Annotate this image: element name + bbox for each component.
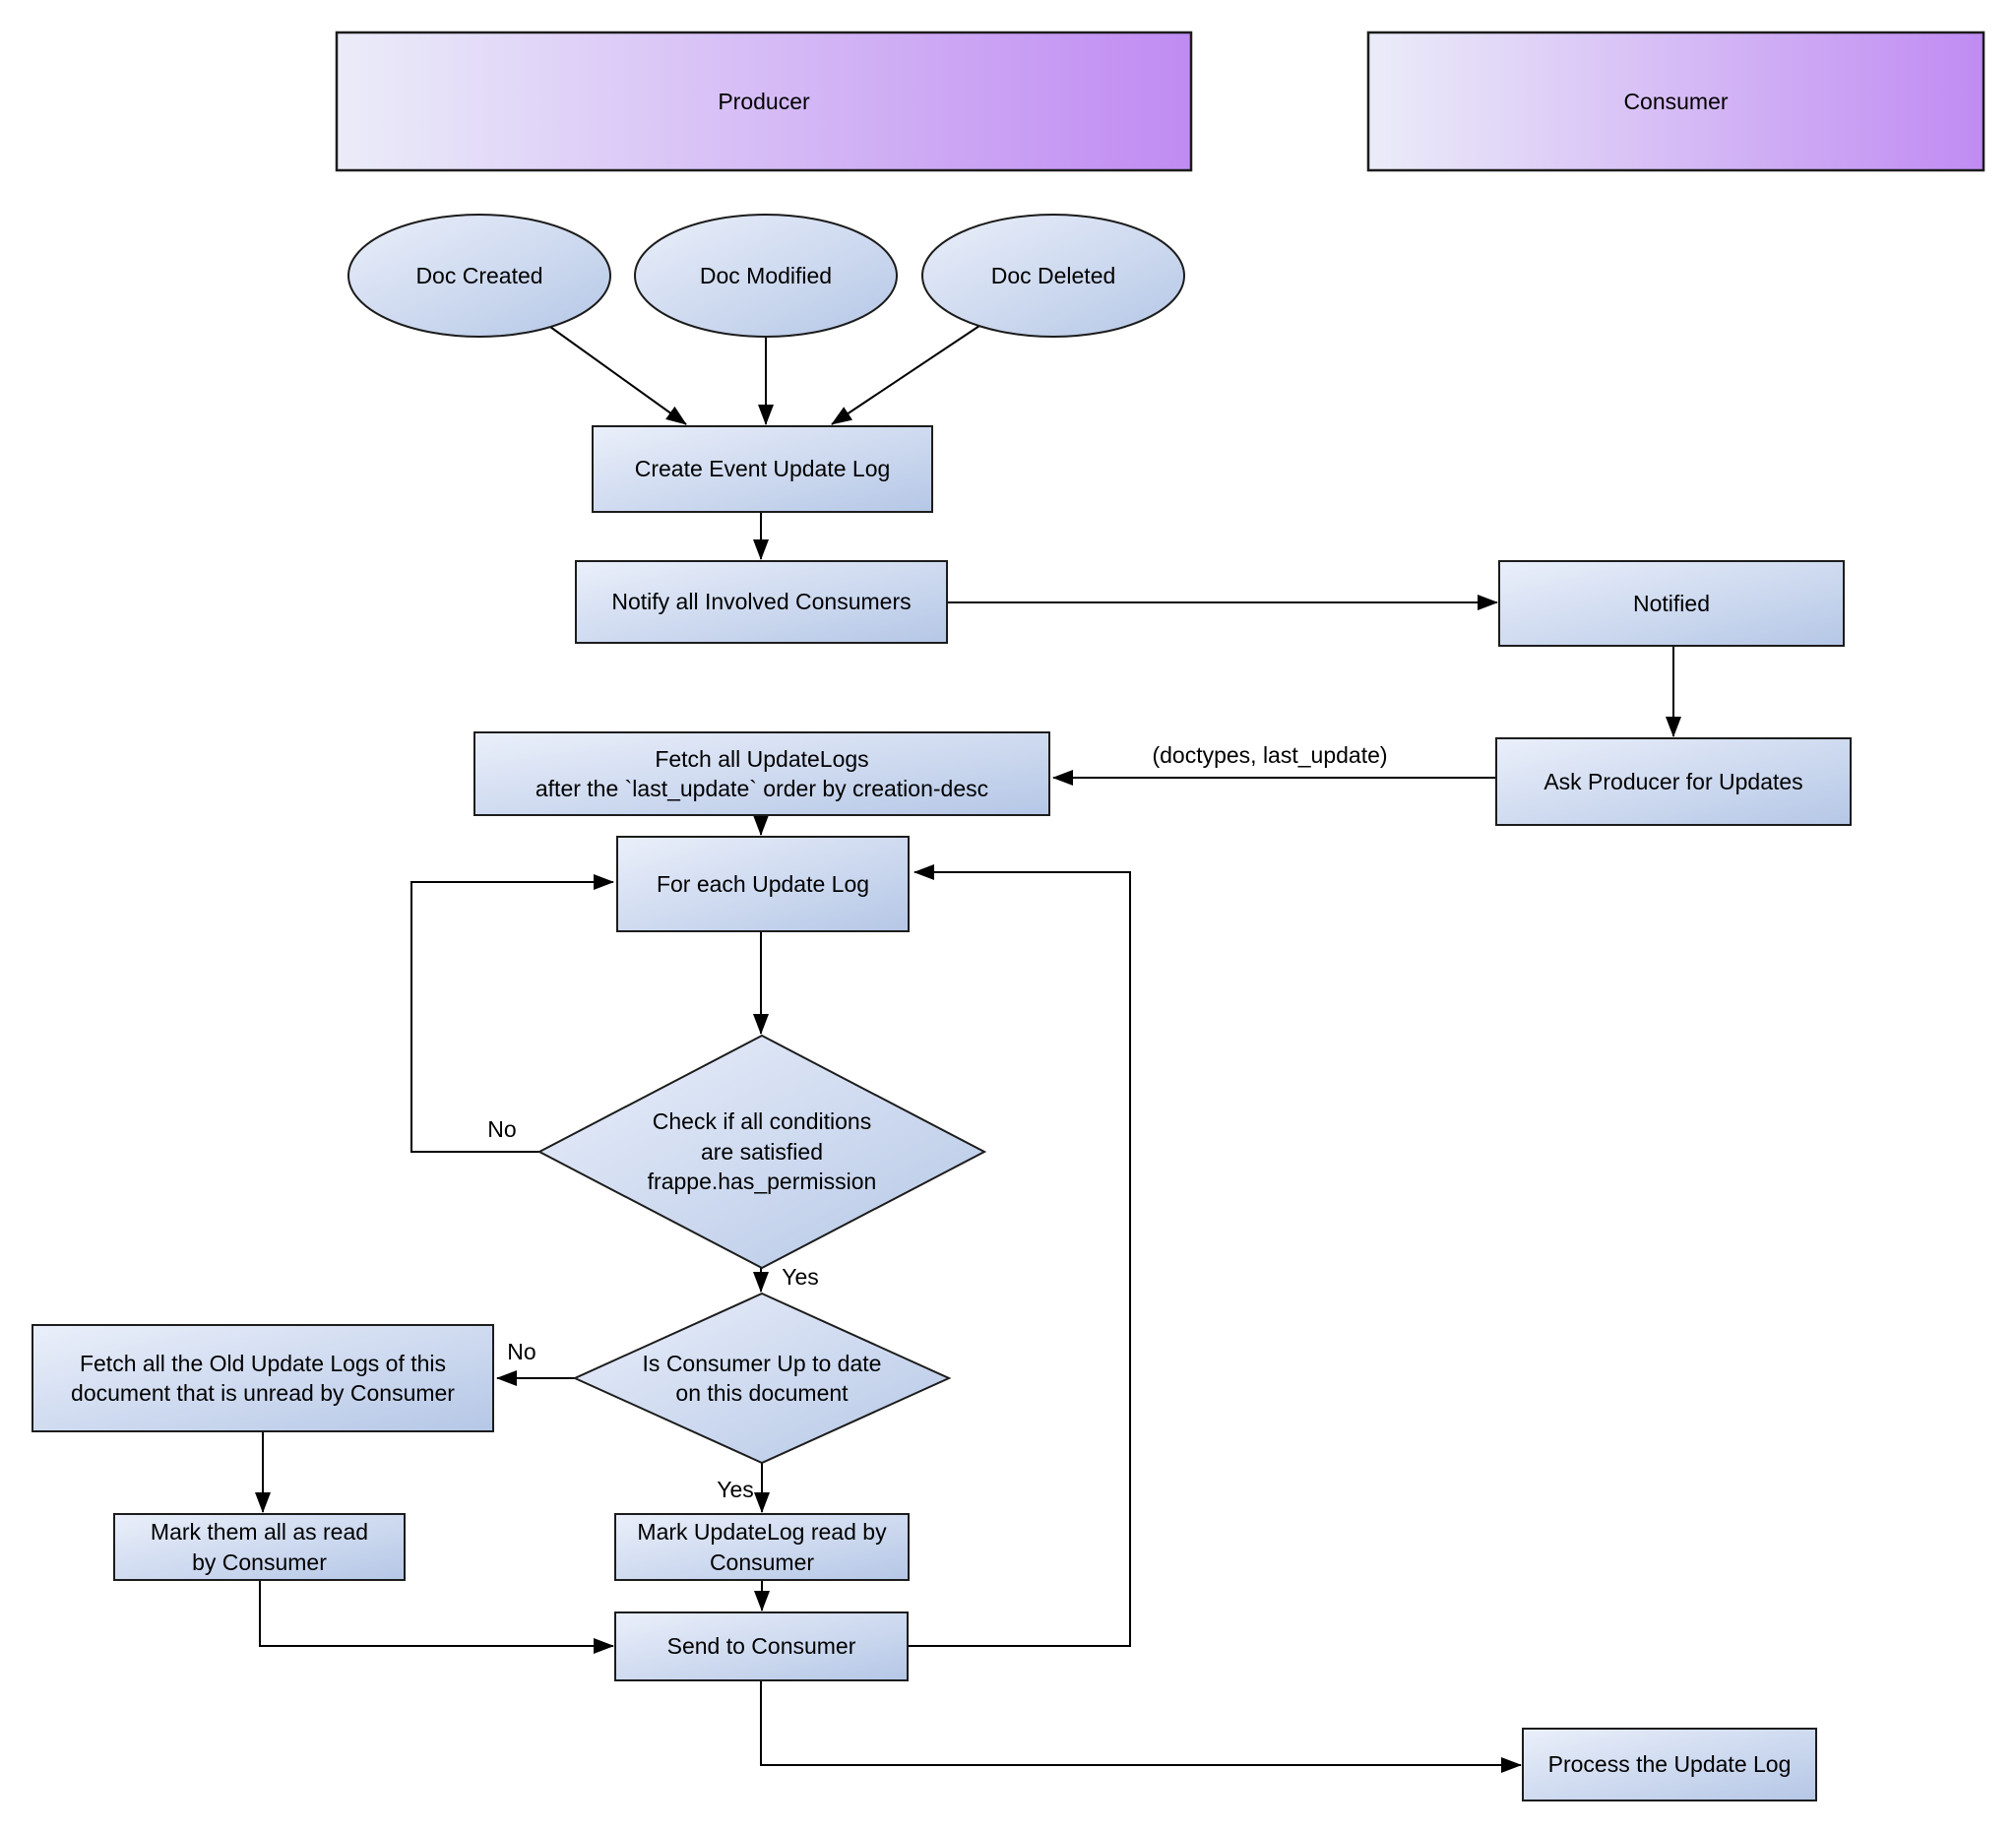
node-mark-all-read: [113, 1513, 406, 1581]
node-fetch-old-update-logs: [32, 1324, 494, 1432]
node-check-conditions-decision: [536, 1034, 987, 1270]
node-create-event-update-log: [592, 425, 933, 513]
producer-lane-header: [335, 31, 1193, 172]
node-process-update-log: [1522, 1728, 1817, 1801]
edge-check-no-loop: [410, 874, 614, 1153]
edge-markall-to-send: [259, 1580, 614, 1654]
node-consumer-up-to-date-decision: [572, 1292, 952, 1465]
node-doc-deleted: [921, 214, 1185, 338]
node-for-each-update-log: [616, 836, 910, 932]
node-mark-updatelog-read: [614, 1513, 910, 1581]
node-doc-modified: [634, 214, 898, 338]
node-ask-producer-for-updates: [1495, 737, 1852, 826]
node-fetch-all-updatelogs: [473, 731, 1050, 816]
node-notified: [1498, 560, 1845, 647]
edge-doc-deleted-to-create: [831, 325, 980, 425]
node-notify-all-involved-consumers: [575, 560, 948, 644]
edge-doc-created-to-create: [549, 326, 687, 425]
edge-send-to-process: [760, 1680, 1522, 1773]
consumer-lane-header: [1366, 31, 1985, 172]
node-doc-created: [347, 214, 611, 338]
edge-send-loop-to-foreach: [908, 864, 1131, 1647]
node-send-to-consumer: [614, 1611, 909, 1681]
